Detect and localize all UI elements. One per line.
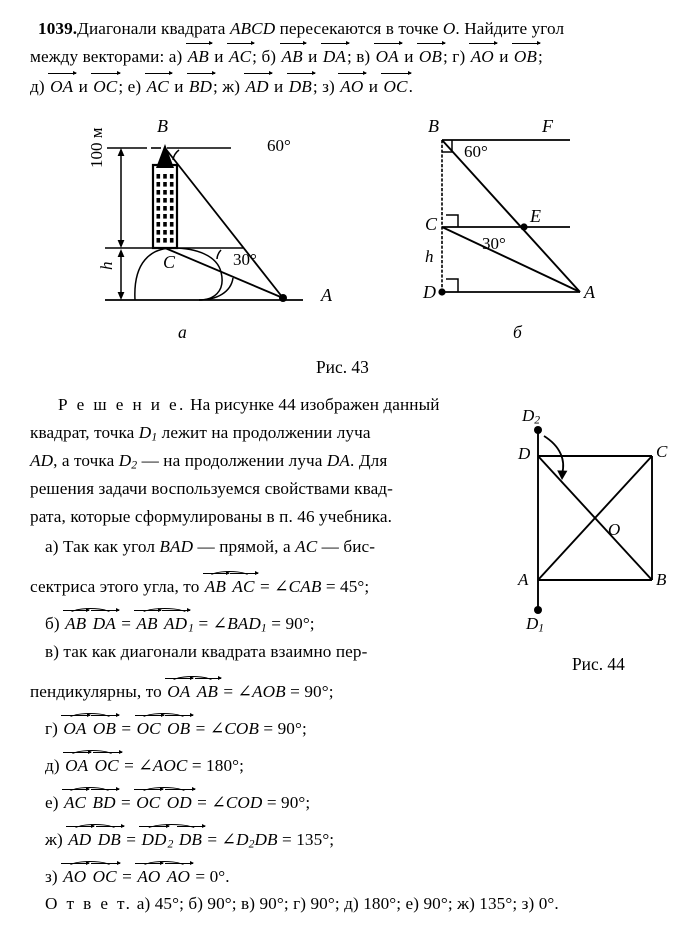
dot-product-ab-ad1: AB AD1 bbox=[134, 607, 194, 634]
solution-heading-line: Р е ш е н и е. На рисунке 44 изображен д… bbox=[58, 395, 440, 414]
vector-oc: OC bbox=[91, 70, 122, 96]
figure-44: D2 D C O A B D1 bbox=[510, 398, 680, 635]
solution-c-line2: пендикулярны, то OA AB = ∠AOB = 90°; bbox=[30, 675, 334, 700]
problem-number: 1039. bbox=[38, 19, 78, 38]
solution-heading: Р е ш е н и е. bbox=[58, 395, 186, 414]
solution-c-line1: в) так как диагонали квадрата взаимно пе… bbox=[45, 642, 368, 661]
dot-product-ao-oc: AO OC bbox=[61, 860, 121, 885]
solution-p1-line3: AD, а точка D2 — на продолжении луча DA.… bbox=[30, 451, 388, 472]
label-b-fig43a: B bbox=[157, 116, 168, 136]
label-b-fig44: B bbox=[656, 570, 667, 589]
solution-e-line: д) OA OC = ∠AOC = 180°; bbox=[45, 749, 244, 774]
figure-44-caption: Рис. 44 bbox=[572, 654, 625, 674]
vector-bd: BD bbox=[186, 70, 217, 96]
vector-ao-2: AO bbox=[338, 70, 368, 96]
answer-line: О т в е т. а) 45°; б) 90°; в) 90°; г) 90… bbox=[45, 895, 559, 912]
solution-p1-line4: решения задачи воспользуемся свойствами … bbox=[30, 479, 393, 498]
label-a-fig44: A bbox=[518, 570, 529, 589]
dot-product-oa-oc: OA OC bbox=[63, 749, 123, 774]
label-o-fig44: O bbox=[608, 520, 621, 539]
solution-f-line: е) AC BD = OC OD = ∠COD = 90°; bbox=[45, 786, 310, 811]
problem-line-2: между векторами: а) AB и AC; б) AB и DA;… bbox=[30, 40, 543, 66]
solution-p1-line2: квадрат, точка D1 лежит на продолжении л… bbox=[30, 423, 371, 444]
vector-ac: AC bbox=[226, 40, 256, 66]
vector-db: DB bbox=[286, 70, 316, 96]
dot-product-oa-ab: OA AB bbox=[165, 675, 223, 700]
label-d2-fig44: D2 bbox=[522, 406, 541, 427]
angle-60-fig43b: 60° bbox=[464, 142, 488, 161]
label-d-fig44: D bbox=[518, 444, 531, 463]
vector-ab-2: AB bbox=[279, 40, 307, 66]
figure-43b: B F 60° C E 30° h D A bbox=[420, 116, 620, 322]
label-d-fig43b: D bbox=[423, 282, 436, 302]
dot-product-ao-ao: AO AO bbox=[135, 860, 195, 885]
vector-ob: OB bbox=[416, 40, 447, 66]
height-label-100m: 100 м bbox=[87, 127, 106, 168]
vector-ab: AB bbox=[185, 40, 214, 66]
dot-product-ac-bd: AC BD bbox=[61, 786, 120, 811]
answer-values: а) 45°; б) 90°; в) 90°; г) 90°; д) 180°;… bbox=[132, 894, 559, 913]
angle-60-fig43a: 60° bbox=[267, 136, 291, 155]
dot-product-oa-ob: OA OB bbox=[61, 712, 121, 737]
label-d1-fig44: D1 bbox=[526, 614, 545, 635]
label-b-fig43b: B bbox=[428, 116, 439, 136]
label-a-fig43b: A bbox=[584, 282, 595, 302]
problem-line-1: 1039.Диагонали квадрата ABCD пересекаютс… bbox=[38, 19, 565, 38]
dot-product-ab-da: AB DA bbox=[63, 607, 120, 632]
solution-d-line: г) OA OB = OC OB = ∠COB = 90°; bbox=[45, 712, 307, 737]
figure-43a: B 60° A C 30° 100 м h bbox=[87, 116, 355, 322]
solution-a-line2: сектриса этого угла, то AB AC = ∠CAB = 4… bbox=[30, 570, 369, 595]
dot-product-dd2-db: DD2 DB bbox=[139, 823, 207, 850]
height-label-h-fig43a: h bbox=[97, 261, 116, 271]
angle-30-fig43a: 30° bbox=[233, 250, 257, 269]
label-a-fig43a: A bbox=[321, 285, 332, 305]
solution-p1-line5: рата, которые сформулированы в п. 46 уче… bbox=[30, 507, 392, 526]
vector-oc-2: OC bbox=[381, 70, 412, 96]
subfigure-label-a: а bbox=[178, 322, 187, 342]
figure-43-caption: Рис. 43 bbox=[316, 357, 369, 377]
vector-oa-2: OA bbox=[48, 70, 78, 96]
vector-ad: AD bbox=[243, 70, 273, 96]
label-c-fig44: C bbox=[656, 442, 668, 461]
solution-g-line: ж) AD DB = DD2 DB = ∠D2DB = 135°; bbox=[45, 823, 334, 850]
subfigure-label-b: б bbox=[513, 322, 522, 342]
dot-product-oc-od: OC OD bbox=[134, 786, 196, 811]
vector-oa: OA bbox=[373, 40, 403, 66]
vector-da: DA bbox=[320, 40, 351, 66]
dot-product-oc-ob: OC OB bbox=[134, 712, 195, 737]
problem-line-3: д) OA и OC; е) AC и BD; ж) AD и DB; з) A… bbox=[30, 70, 413, 96]
vector-ao: AO bbox=[468, 40, 498, 66]
answer-label: О т в е т. bbox=[45, 894, 133, 913]
label-c-fig43a: C bbox=[163, 252, 176, 272]
dot-product-ab-ac: AB AC bbox=[202, 570, 259, 595]
solution-h-line: з) AO OC = AO AO = 0°. bbox=[45, 860, 230, 885]
label-f-fig43b: F bbox=[542, 116, 553, 136]
label-c-fig43b: C bbox=[425, 214, 438, 234]
vector-ob-2: OB bbox=[511, 40, 542, 66]
solution-a-line1: а) Так как угол BAD — прямой, а AC — бис… bbox=[45, 537, 376, 556]
dot-product-ad-db: AD DB bbox=[66, 823, 125, 848]
solution-b-line: б) AB DA = AB AD1 = ∠BAD1 = 90°; bbox=[45, 607, 315, 634]
vector-ac-2: AC bbox=[144, 70, 173, 96]
label-e-fig43b: E bbox=[530, 206, 541, 226]
angle-30-fig43b: 30° bbox=[482, 234, 506, 253]
height-label-h-fig43b: h bbox=[425, 247, 434, 266]
